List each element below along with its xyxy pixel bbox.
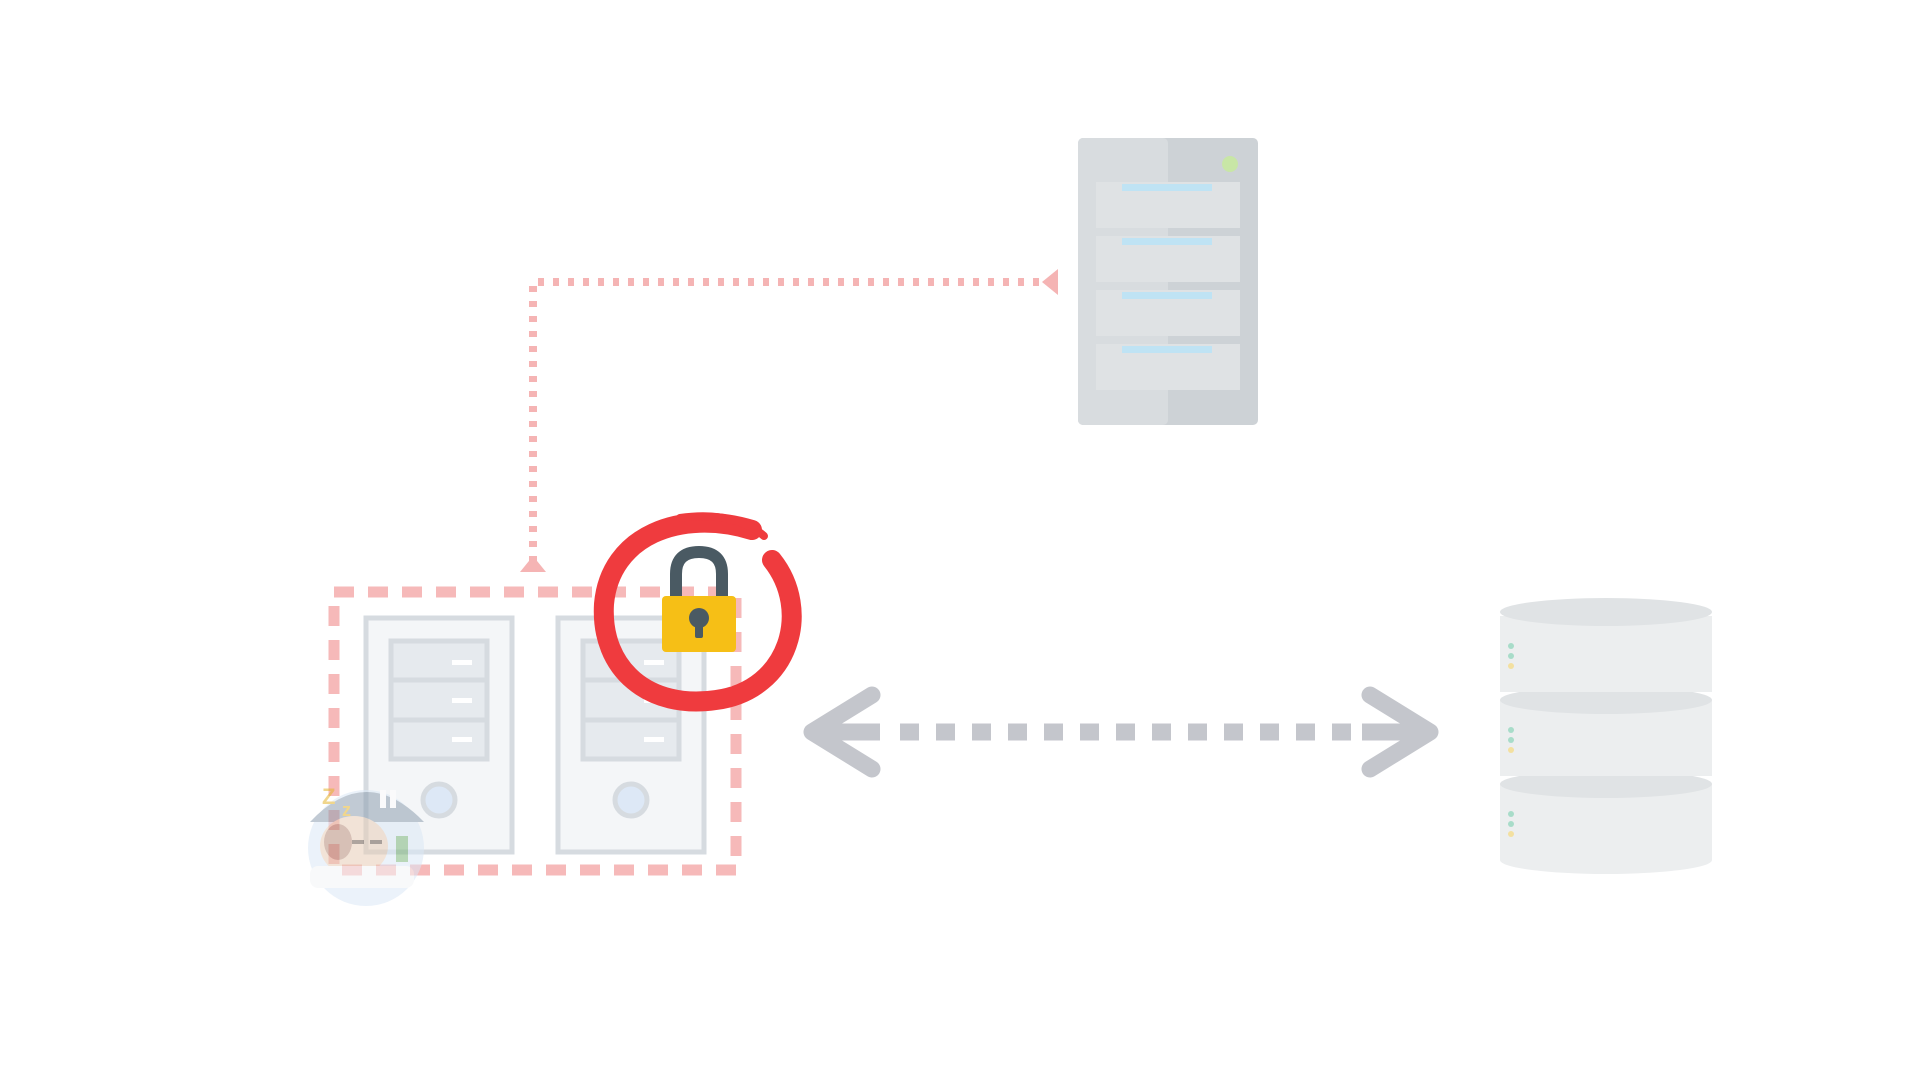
status-led-icon (1222, 156, 1238, 172)
database-icon (1500, 598, 1712, 874)
svg-text:z: z (342, 800, 351, 820)
padlock-icon (662, 545, 736, 652)
link-cluster-to-remote-server (520, 269, 1058, 572)
svg-text:Z: Z (322, 784, 335, 809)
arrowhead-left (1042, 269, 1058, 295)
server-tower-icon (555, 615, 707, 855)
highlight-ring (593, 512, 802, 712)
server-rack-icon (1078, 138, 1258, 425)
lock-badge (593, 512, 802, 712)
arrowhead-up (520, 556, 546, 572)
link-cluster-to-database (803, 686, 1439, 778)
sleeping-person-icon: Z z (308, 784, 424, 906)
